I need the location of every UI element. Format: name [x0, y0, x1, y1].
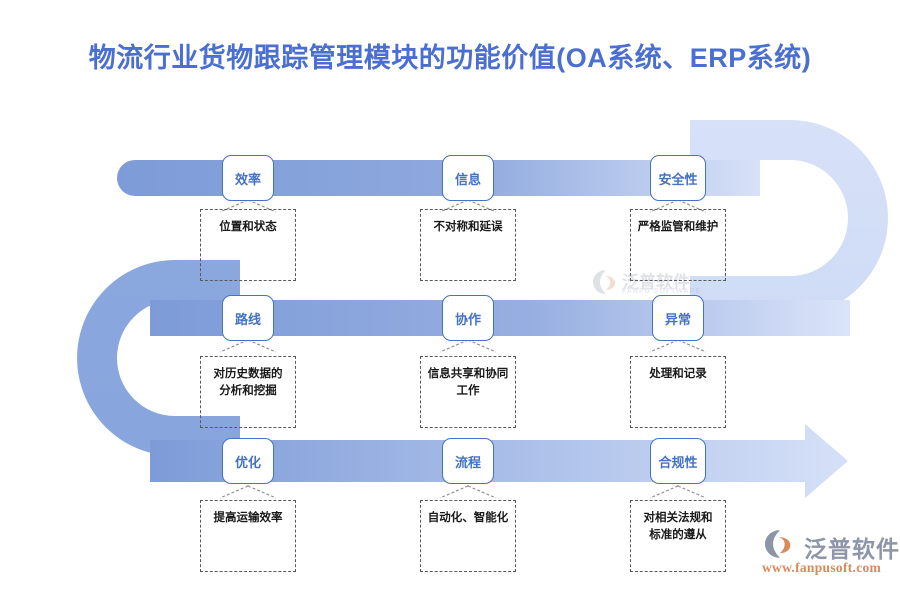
node-label: 协作 [454, 311, 481, 327]
desc-row2-1: 信息共享和协同工作 [420, 356, 516, 428]
node-label: 优化 [234, 454, 261, 470]
desc-row1-2: 严格监管和维护 [630, 209, 726, 281]
logo-url: www.fanpusoft.com [762, 560, 882, 575]
desc-row3-1: 自动化、智能化 [420, 500, 516, 572]
node-row1-2[interactable]: 安全性 [650, 155, 706, 201]
desc-row1-1: 不对称和延误 [420, 209, 516, 281]
node-label: 安全性 [658, 171, 698, 187]
node-row1-1[interactable]: 信息 [442, 155, 494, 201]
watermark-en: FANPU SOFTWARE [622, 288, 702, 295]
node-row2-0[interactable]: 路线 [222, 295, 274, 341]
desc-row3-2: 对相关法规和标准的遵从 [630, 500, 726, 572]
node-row3-2[interactable]: 合规性 [650, 438, 706, 484]
fanpu-logo: 泛普软件 www.fanpusoft.com [760, 528, 899, 584]
desc-row2-0: 对历史数据的分析和挖掘 [200, 356, 296, 428]
node-row1-0[interactable]: 效率 [222, 155, 274, 201]
node-row3-0[interactable]: 优化 [222, 438, 274, 484]
node-row3-1[interactable]: 流程 [442, 438, 494, 484]
fanpu-logo-icon [593, 270, 615, 294]
node-label: 异常 [664, 311, 691, 327]
node-row2-1[interactable]: 协作 [442, 295, 494, 341]
node-row2-2[interactable]: 异常 [652, 295, 704, 341]
node-label: 效率 [234, 171, 261, 187]
page-title: 物流行业货物跟踪管理模块的功能价值(OA系统、ERP系统) [88, 43, 812, 73]
node-label: 合规性 [658, 454, 698, 470]
desc-row3-0: 提高运输效率 [200, 500, 296, 572]
node-label: 路线 [234, 311, 261, 327]
desc-row2-2: 处理和记录 [630, 356, 726, 428]
fanpu-logo-icon [765, 530, 791, 558]
desc-row1-0: 位置和状态 [200, 209, 296, 281]
logo-brand-name: 泛普软件 [804, 536, 900, 562]
watermark-cn: 泛普软件 [622, 273, 690, 292]
center-watermark: 泛普软件 FANPU SOFTWARE [592, 268, 704, 302]
node-label: 信息 [454, 171, 481, 187]
node-label: 流程 [454, 454, 481, 470]
